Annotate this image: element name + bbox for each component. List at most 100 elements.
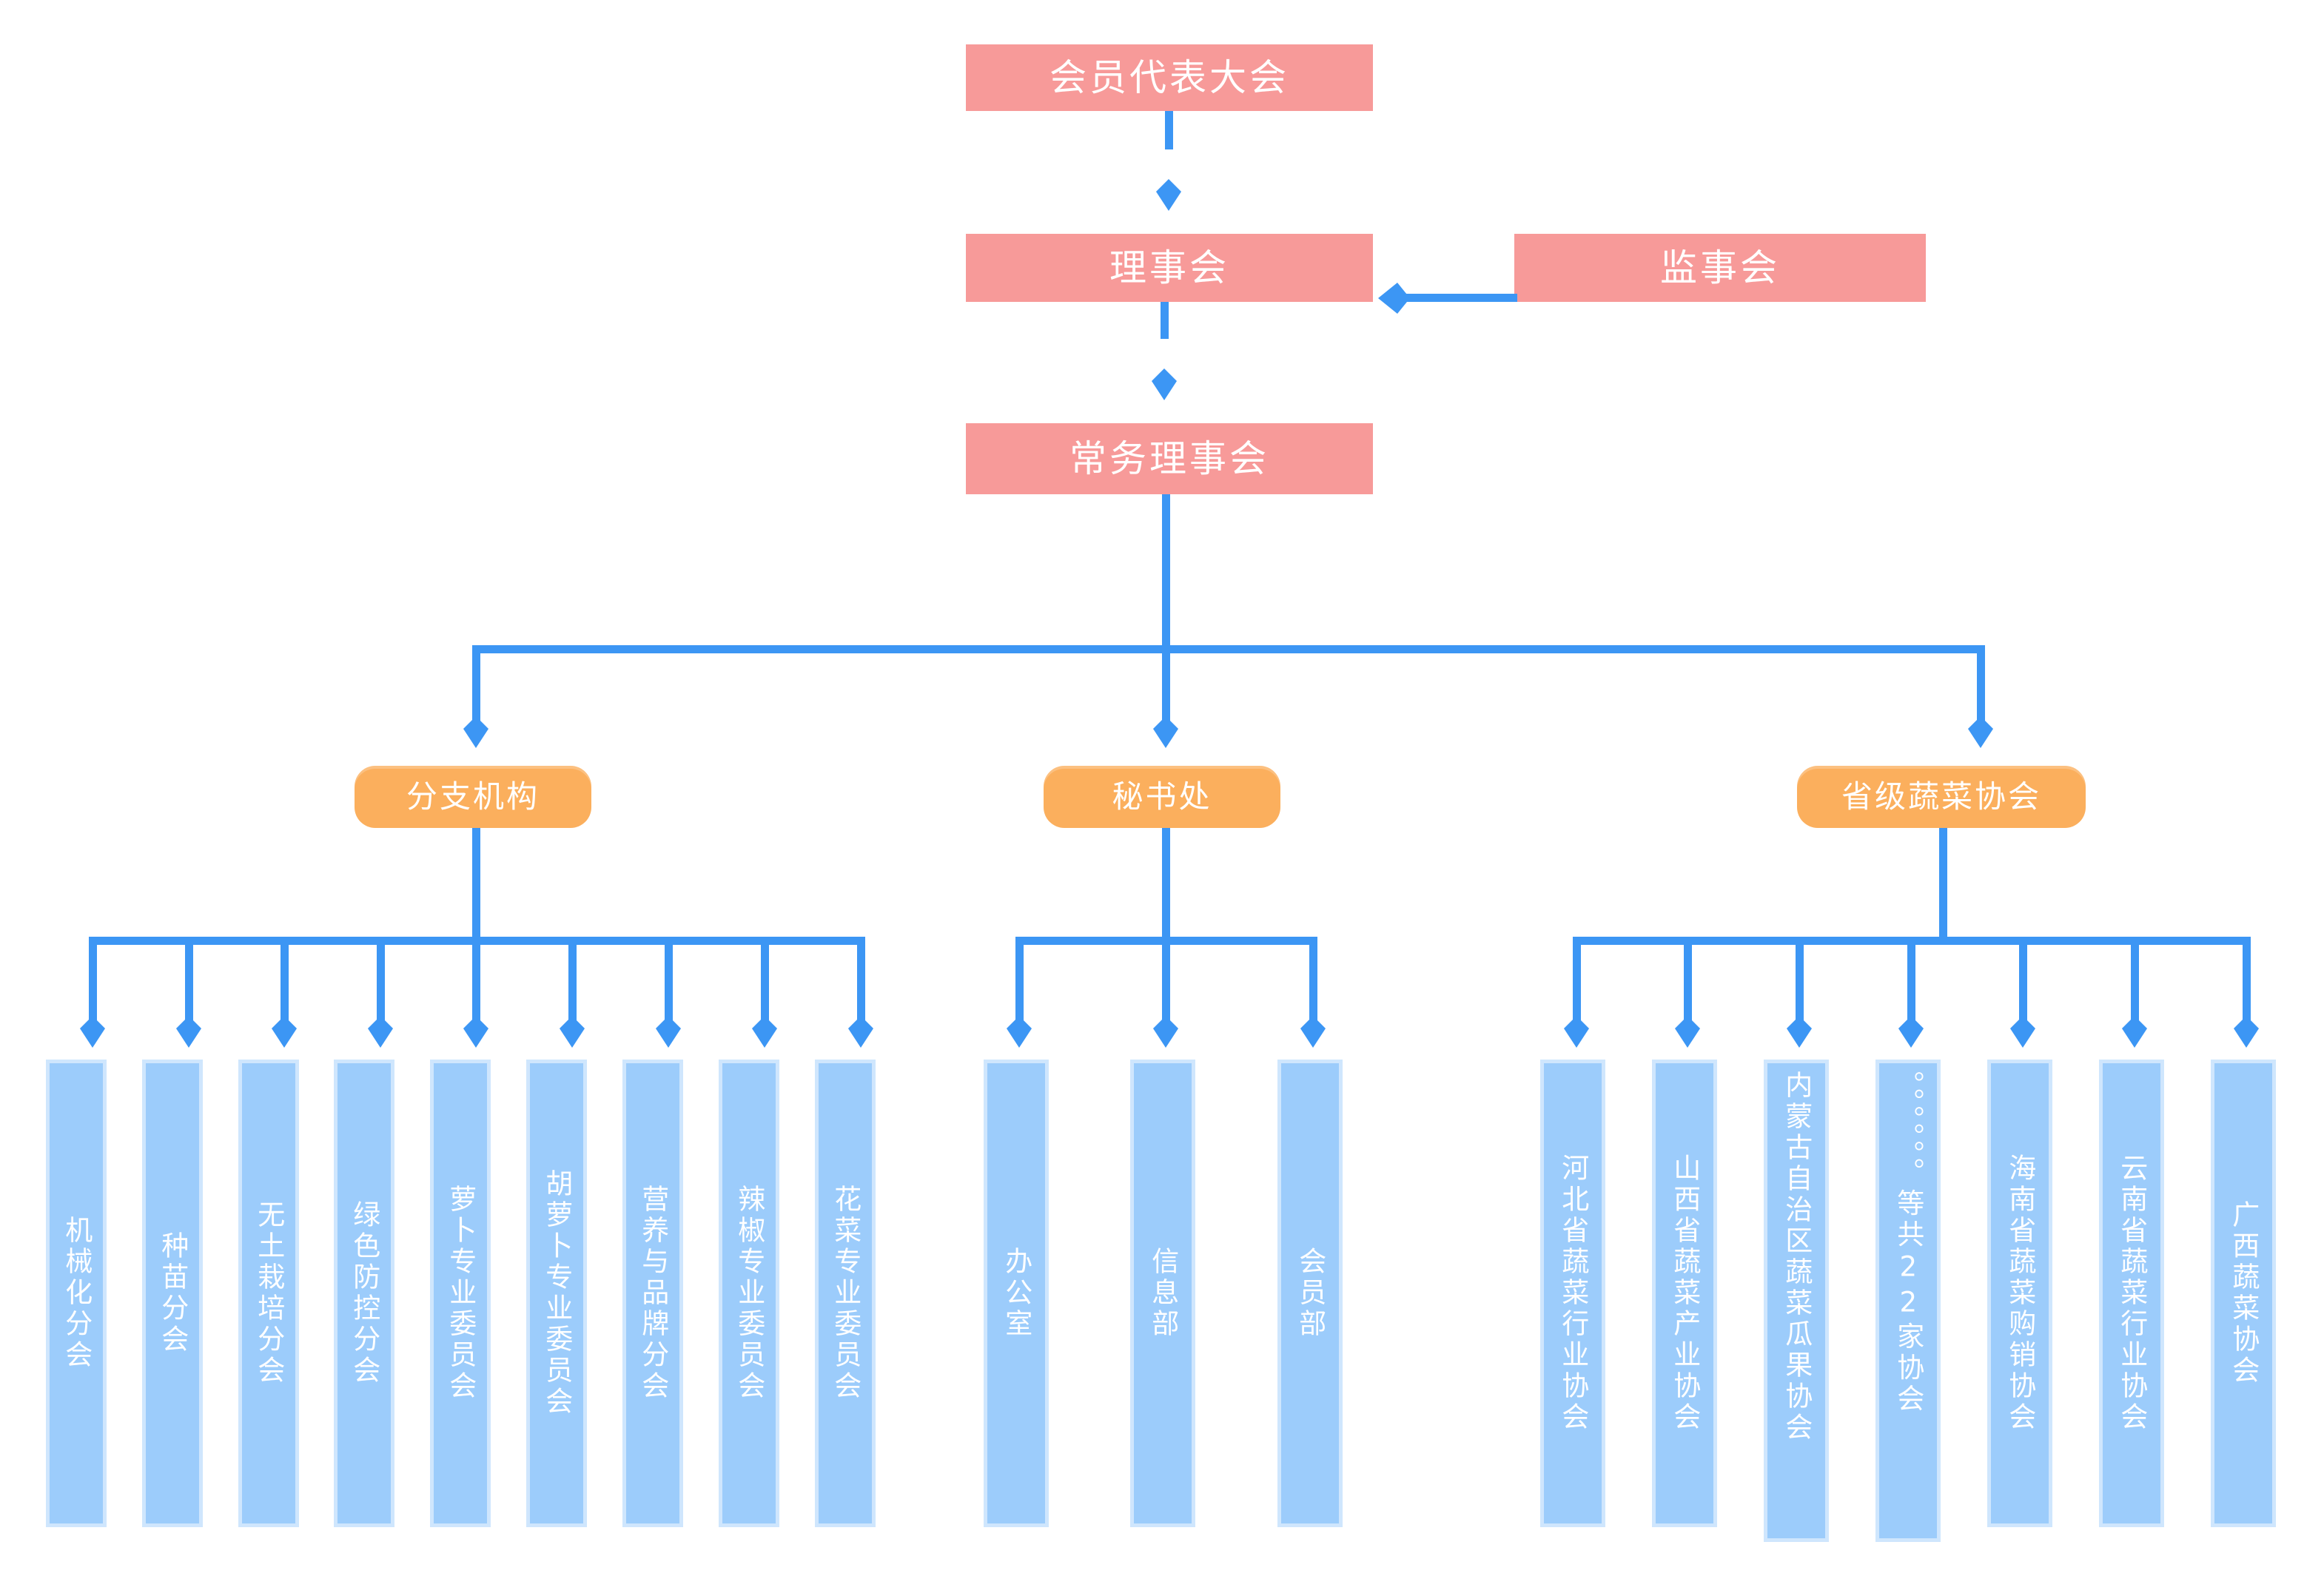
- leaf-box[interactable]: 信息部: [1130, 1060, 1195, 1527]
- node-label: 会员代表大会: [1050, 56, 1289, 99]
- leaf-box[interactable]: 海南省蔬菜购销协会: [1987, 1060, 2052, 1527]
- leaf-box[interactable]: 绿色防控分会: [334, 1060, 394, 1527]
- leaf-label: 海南省蔬菜购销协会: [2004, 1154, 2036, 1433]
- connector-branch-0-drop-5: [568, 937, 577, 1028]
- arrowhead-leaf-1-2: [1300, 1016, 1326, 1048]
- connector-branch-1-drop-2: [1309, 937, 1317, 1028]
- leaf-label: 。。。。。。等共22家协会: [1892, 1071, 1924, 1415]
- leaf-box[interactable]: 内蒙古自治区蔬菜瓜果协会: [1764, 1060, 1829, 1542]
- leaf-label: 内蒙古自治区蔬菜瓜果协会: [1780, 1071, 1813, 1444]
- leaf-label: 山西省蔬菜产业协会: [1668, 1154, 1701, 1433]
- leaf-label: 胡萝卜专业委员会: [540, 1169, 573, 1418]
- connector-board-to-standing: [1161, 302, 1169, 339]
- arrowhead-leaf-0-7: [752, 1016, 777, 1048]
- node-board-of-supervisors[interactable]: 监事会: [1514, 234, 1926, 302]
- branch-head-label: 分支机构: [406, 778, 540, 815]
- connector-branch-2-drop-4: [2019, 937, 2027, 1028]
- connector-branch-0-drop-6: [665, 937, 673, 1028]
- leaf-box[interactable]: 胡萝卜专业委员会: [526, 1060, 587, 1527]
- node-member-assembly[interactable]: 会员代表大会: [966, 44, 1373, 111]
- arrowhead-leaf-2-6: [2234, 1016, 2259, 1048]
- connector-branch-0-drop-4: [472, 937, 480, 1028]
- branch-head-affiliated-organizations[interactable]: 分支机构: [355, 766, 591, 828]
- branch-head-label: 秘书处: [1112, 778, 1212, 815]
- node-label: 理事会: [1109, 246, 1229, 289]
- arrowhead-down-branch-2: [1968, 716, 1993, 748]
- leaf-box[interactable]: 营养与品牌分会: [622, 1060, 683, 1527]
- arrowhead-leaf-2-0: [1564, 1016, 1589, 1048]
- leaf-label: 营养与品牌分会: [637, 1185, 669, 1402]
- arrowhead-leaf-0-0: [80, 1016, 105, 1048]
- connector-branch-1-stem: [1162, 828, 1170, 940]
- leaf-box[interactable]: 广西蔬菜协会: [2211, 1060, 2276, 1527]
- arrowhead-leaf-0-4: [463, 1016, 488, 1048]
- connector-branch-2-drop-3: [1907, 937, 1915, 1028]
- arrowhead-down-standing: [1152, 368, 1177, 400]
- connector-branch-2-drop-6: [2243, 937, 2251, 1028]
- arrowhead-leaf-1-1: [1153, 1016, 1178, 1048]
- leaf-box[interactable]: 无土栽培分会: [238, 1060, 299, 1527]
- arrowhead-down-branch-0: [463, 716, 488, 748]
- connector-branch-0-drop-1: [185, 937, 193, 1028]
- connector-trunk-bus: [472, 645, 1985, 653]
- arrowhead-leaf-0-5: [560, 1016, 585, 1048]
- leaf-box[interactable]: 会员部: [1277, 1060, 1343, 1527]
- node-board-of-directors[interactable]: 理事会: [966, 234, 1373, 302]
- arrowhead-down-board: [1156, 179, 1181, 211]
- leaf-label: 会员部: [1294, 1247, 1326, 1340]
- connector-branch-0-drop-0: [89, 937, 97, 1028]
- arrowhead-leaf-2-1: [1675, 1016, 1700, 1048]
- leaf-box[interactable]: 云南省蔬菜行业协会: [2099, 1060, 2164, 1527]
- branch-head-secretariat[interactable]: 秘书处: [1044, 766, 1280, 828]
- connector-branch-2-stem: [1939, 828, 1947, 940]
- arrowhead-leaf-0-8: [848, 1016, 873, 1048]
- leaf-label: 办公室: [1000, 1247, 1032, 1340]
- leaf-box[interactable]: 办公室: [984, 1060, 1049, 1527]
- leaf-label: 绿色防控分会: [348, 1200, 380, 1387]
- branch-head-provincial-associations[interactable]: 省级蔬菜协会: [1797, 766, 2086, 828]
- leaf-box[interactable]: 萝卜专业委员会: [430, 1060, 491, 1527]
- connector-trunk-to-branch-0: [472, 645, 480, 729]
- leaf-box[interactable]: 山西省蔬菜产业协会: [1652, 1060, 1717, 1527]
- node-label: 常务理事会: [1069, 437, 1269, 480]
- connector-branch-2-drop-0: [1573, 937, 1581, 1028]
- leaf-label: 信息部: [1146, 1247, 1179, 1340]
- connector-branch-0-drop-3: [377, 937, 385, 1028]
- arrowhead-down-branch-1: [1153, 716, 1178, 748]
- arrowhead-leaf-2-5: [2122, 1016, 2147, 1048]
- leaf-label: 辣椒专业委员会: [733, 1185, 765, 1402]
- connector-branch-2-drop-2: [1796, 937, 1804, 1028]
- arrowhead-leaf-2-2: [1787, 1016, 1812, 1048]
- leaf-box[interactable]: 机械化分会: [46, 1060, 107, 1527]
- arrowhead-leaf-2-3: [1898, 1016, 1924, 1048]
- leaf-label: 无土栽培分会: [252, 1200, 285, 1387]
- connector-branch-2-drop-5: [2131, 937, 2139, 1028]
- leaf-box[interactable]: 。。。。。。等共22家协会: [1875, 1060, 1941, 1542]
- connector-branch-0-stem: [472, 828, 480, 940]
- arrowhead-leaf-0-1: [176, 1016, 201, 1048]
- connector-branch-0-drop-2: [281, 937, 289, 1028]
- arrowhead-leaf-1-0: [1007, 1016, 1032, 1048]
- leaf-box[interactable]: 河北省蔬菜行业协会: [1540, 1060, 1605, 1527]
- branch-head-label: 省级蔬菜协会: [1841, 778, 2041, 815]
- leaf-label: 广西蔬菜协会: [2227, 1200, 2260, 1387]
- leaf-box[interactable]: 花菜专业委员会: [815, 1060, 876, 1527]
- leaf-label: 花菜专业委员会: [829, 1185, 862, 1402]
- connector-branch-2-drop-1: [1684, 937, 1692, 1028]
- leaf-label: 萝卜专业委员会: [444, 1185, 477, 1402]
- leaf-label: 河北省蔬菜行业协会: [1556, 1154, 1589, 1433]
- connector-branch-1-drop-1: [1162, 937, 1170, 1028]
- connector-trunk-to-branch-2: [1977, 645, 1985, 729]
- arrowhead-leaf-0-3: [368, 1016, 393, 1048]
- node-standing-board[interactable]: 常务理事会: [966, 423, 1373, 494]
- arrowhead-leaf-0-2: [272, 1016, 297, 1048]
- leaf-box[interactable]: 辣椒专业委员会: [719, 1060, 779, 1527]
- node-label: 监事会: [1660, 246, 1780, 289]
- arrowhead-leaf-0-6: [656, 1016, 681, 1048]
- connector-branch-0-drop-8: [857, 937, 865, 1028]
- connector-branch-0-drop-7: [761, 937, 769, 1028]
- leaf-box[interactable]: 种苗分会: [142, 1060, 203, 1527]
- connector-standing-trunk-stem: [1162, 494, 1170, 651]
- connector-trunk-to-branch-1: [1162, 645, 1170, 729]
